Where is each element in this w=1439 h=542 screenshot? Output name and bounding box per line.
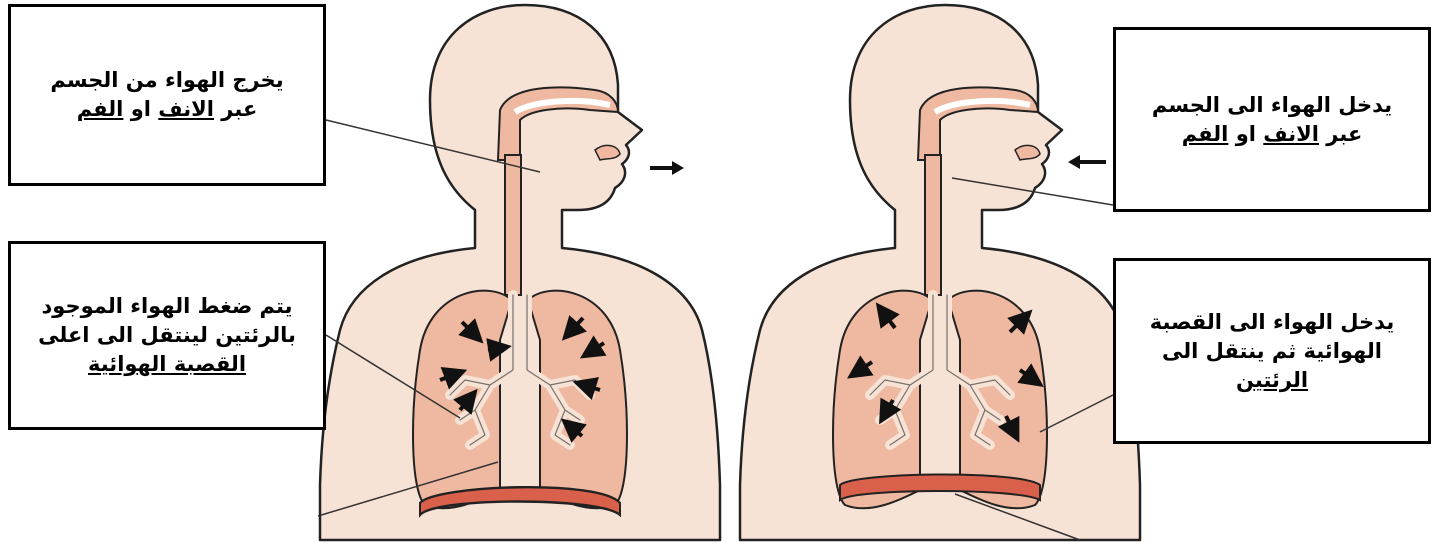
exhale-lungs-label: يتم ضغط الهواء الموجود بالرئتين لينتقل ا… — [8, 241, 326, 430]
inhale-air-line2: عبر الانف او الفم — [1182, 120, 1363, 149]
exhale-air-line2: عبر الانف او الفم — [77, 95, 258, 124]
inhale-air-line1: يدخل الهواء الى الجسم — [1152, 91, 1392, 120]
nose-term: الانف — [158, 97, 214, 121]
lungs-term: الرئتين — [1236, 366, 1308, 395]
inhale-lungs-label: يدخل الهواء الى القصبة الهوائية ثم ينتقل… — [1113, 258, 1431, 444]
exhale-air-line1: يخرج الهواء من الجسم — [50, 66, 283, 95]
inhale-in-arrow — [1068, 155, 1106, 169]
nose-term: الانف — [1263, 122, 1319, 146]
inhale-lungs-line2: الهوائية ثم ينتقل الى — [1162, 337, 1382, 366]
exhale-lungs-line1: يتم ضغط الهواء الموجود — [42, 292, 293, 321]
exhale-lungs-line2: بالرئتين لينتقل الى اعلى — [38, 321, 296, 350]
mouth-term: الفم — [77, 97, 124, 121]
exhale-air-exit-label: يخرج الهواء من الجسم عبر الانف او الفم — [8, 4, 326, 186]
inhale-air-entry-label: يدخل الهواء الى الجسم عبر الانف او الفم — [1113, 27, 1431, 212]
exhale-figure — [320, 5, 720, 540]
mouth-term: الفم — [1182, 122, 1229, 146]
inhale-figure — [740, 5, 1140, 540]
inhale-lungs-line1: يدخل الهواء الى القصبة — [1150, 308, 1394, 337]
exhale-out-arrow — [650, 161, 684, 175]
trachea-term: القصبة الهوائية — [88, 350, 246, 379]
